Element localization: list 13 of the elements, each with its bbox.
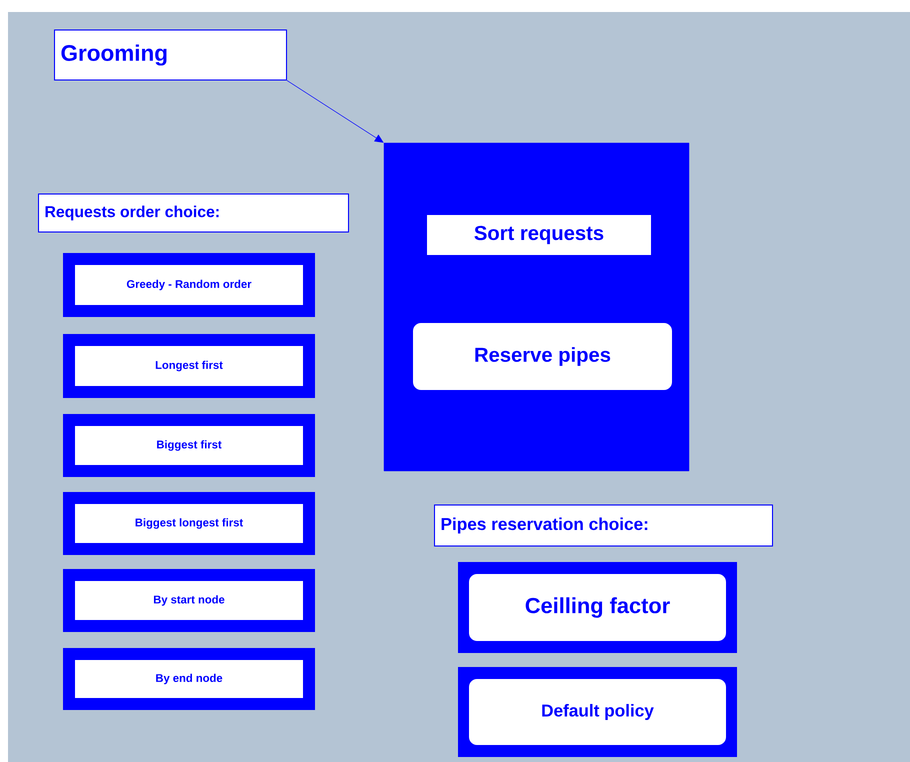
option-box: By end node xyxy=(63,648,315,710)
step-label: Sort requests xyxy=(427,215,651,255)
title-box: Grooming xyxy=(54,30,287,80)
option-box: By start node xyxy=(63,569,315,632)
option-box: Biggest first xyxy=(63,414,315,477)
title-box: Requests order choice: xyxy=(38,194,349,232)
step-box: Reserve pipes xyxy=(413,323,672,390)
option-box: Biggest longest first xyxy=(63,492,315,555)
option-box: Default policy xyxy=(458,667,737,757)
option-box: Longest first xyxy=(63,334,315,398)
title-box: Pipes reservation choice: xyxy=(434,504,773,546)
option-box: Greedy - Random order xyxy=(63,253,315,317)
option-box: Ceilling factor xyxy=(458,562,737,653)
